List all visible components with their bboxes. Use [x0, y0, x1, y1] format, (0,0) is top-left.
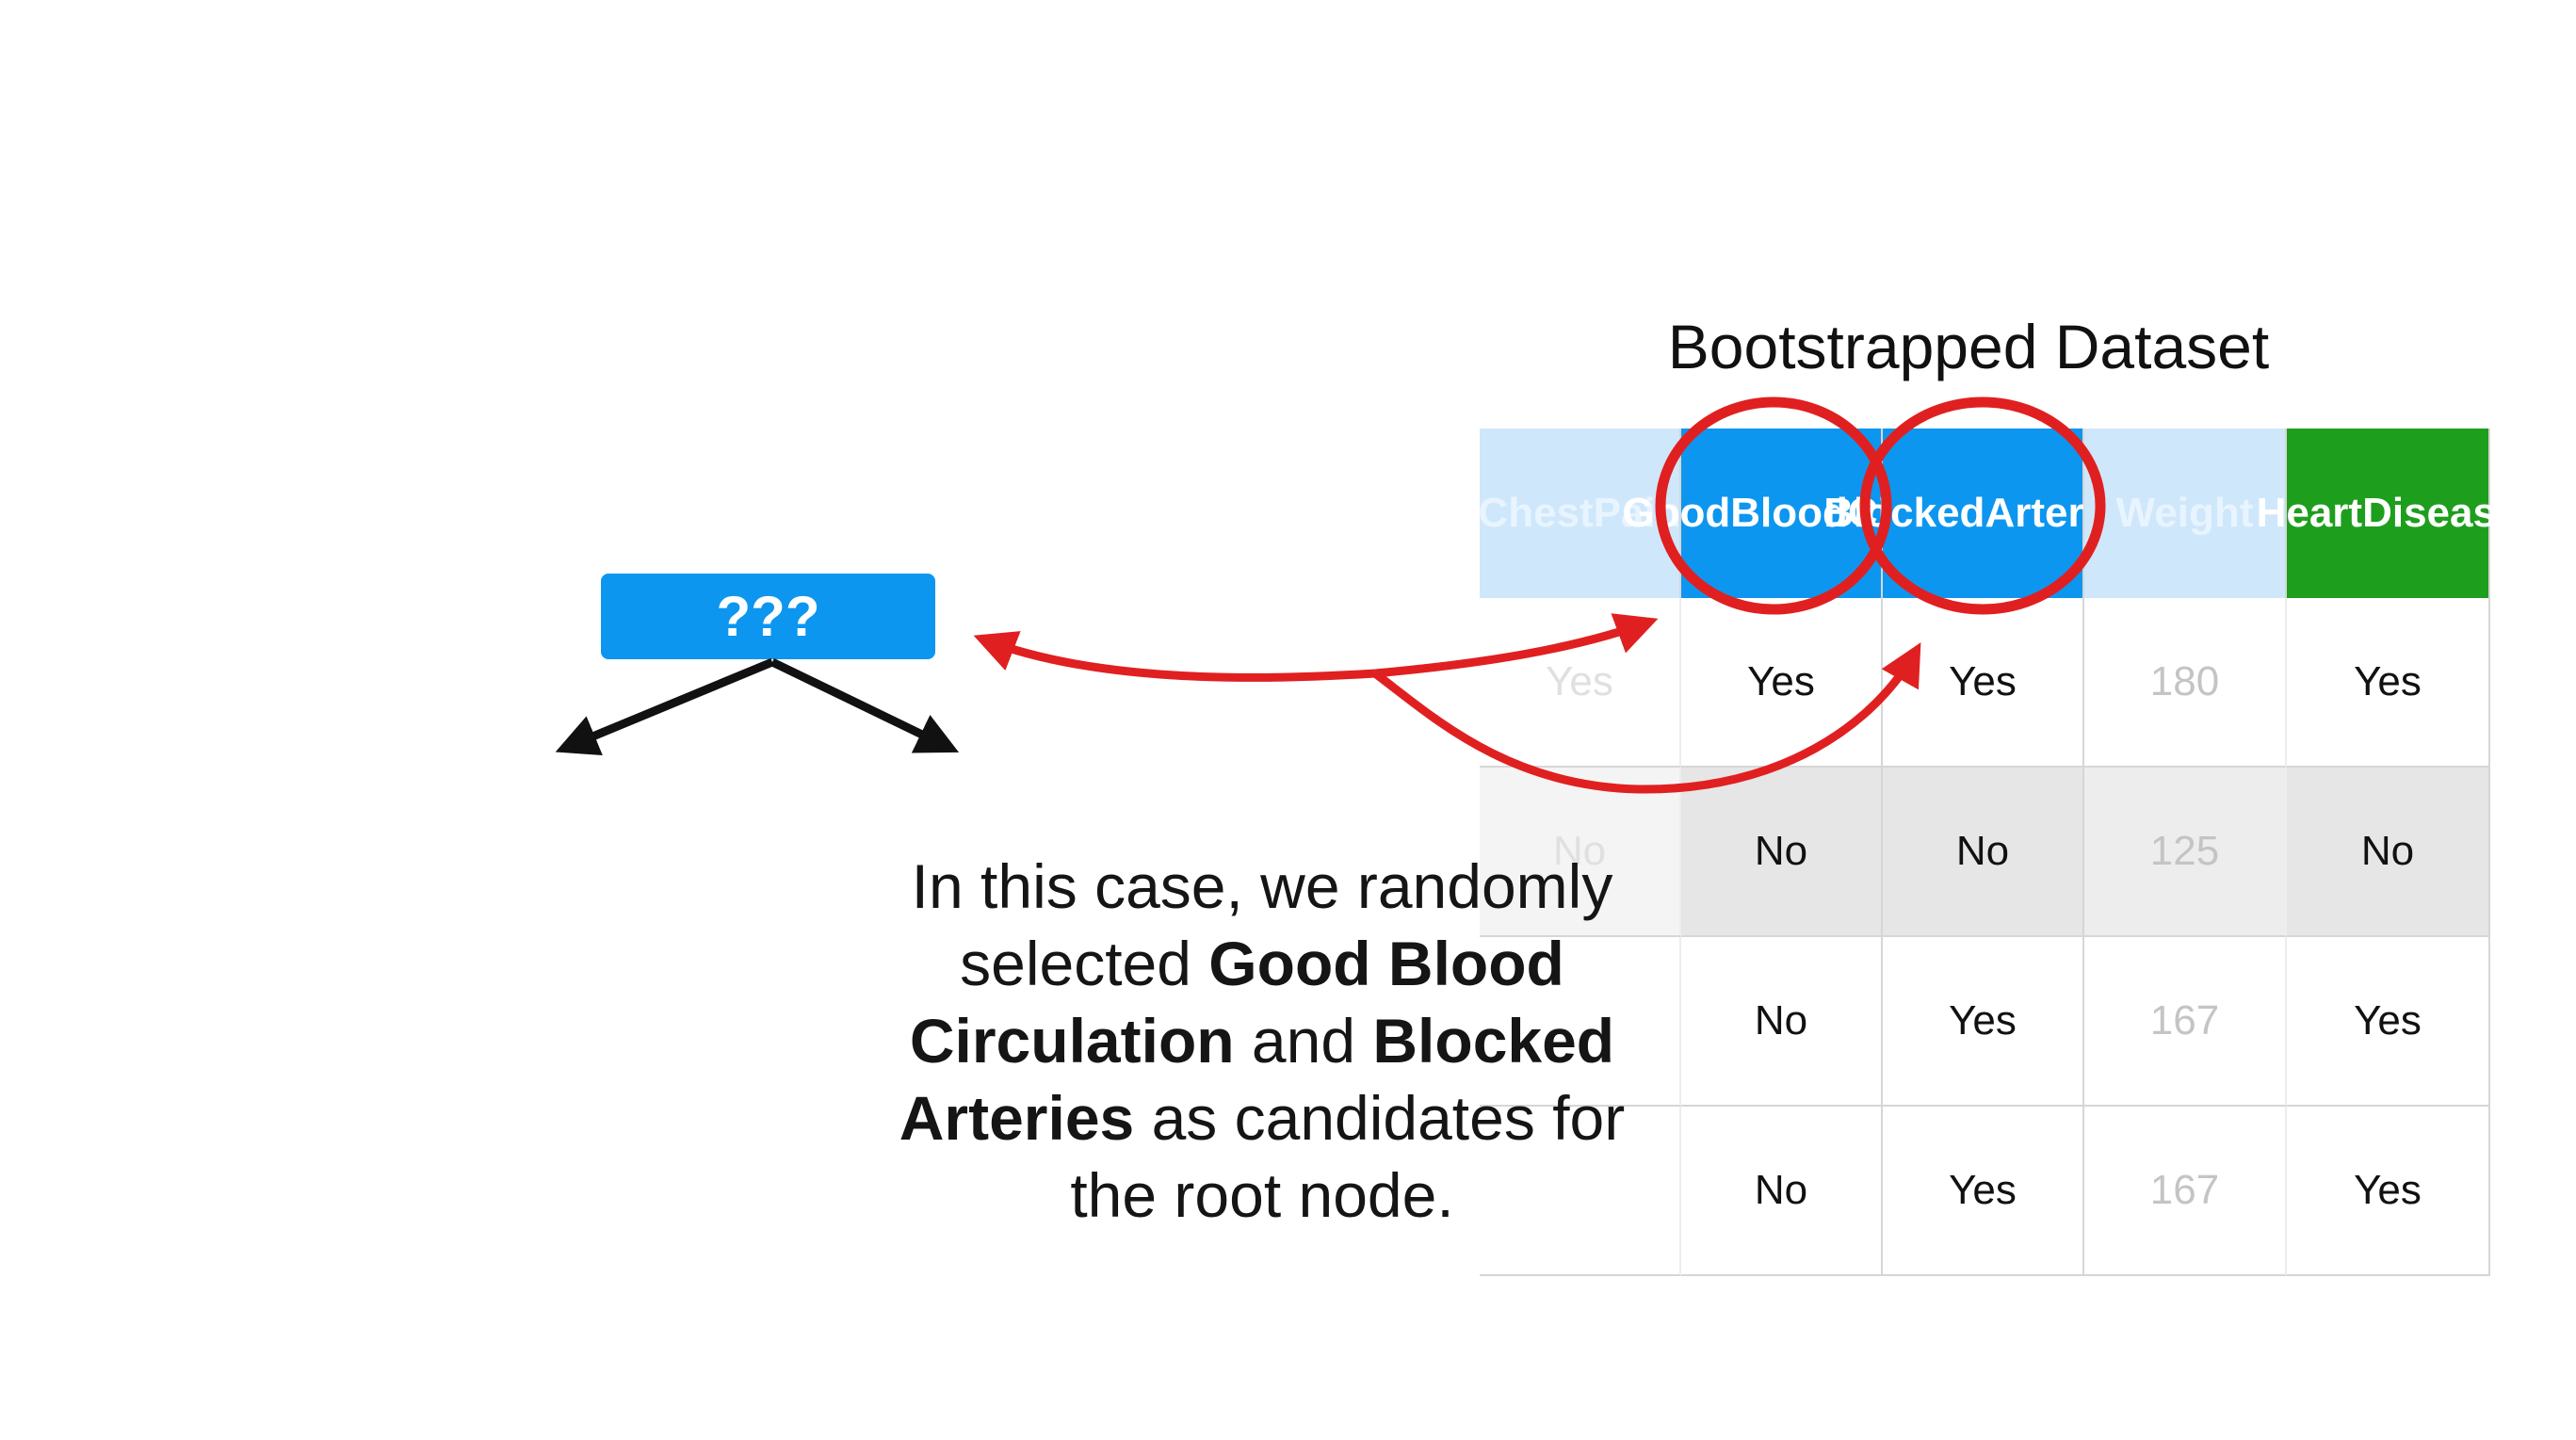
header-hd-l2: Disease: [2362, 490, 2519, 536]
arrow-to-good-blood-circ: [1374, 613, 1659, 678]
highlight-circle-blocked-arteries: [1859, 396, 2106, 615]
right-branch-arrow: [770, 657, 960, 753]
header-hd-l1: Heart: [2256, 490, 2363, 536]
caption-bold-4: Arteries: [899, 1083, 1135, 1153]
cell-r1-weight: 180: [2084, 598, 2287, 768]
cell-r1-blocked-arteries: Yes: [1883, 598, 2084, 768]
cell-r4-heart-disease: Yes: [2287, 1107, 2490, 1276]
cell-r2-good-blood-circ: No: [1681, 768, 1883, 937]
header-weight-l1: Weight: [2115, 490, 2254, 536]
header-weight: Weight: [2084, 429, 2287, 598]
cell-r3-weight: 167: [2084, 937, 2287, 1107]
left-branch-arrow: [555, 657, 774, 756]
dataset-title: Bootstrapped Dataset: [1667, 312, 2270, 381]
cell-r2-heart-disease: No: [2287, 768, 2490, 937]
cell-r4-blocked-arteries: Yes: [1883, 1107, 2084, 1276]
arrow-to-root-node: [973, 631, 1376, 682]
cell-r3-chest-pain: [1480, 937, 1681, 1107]
caption-text-3: and: [1234, 1006, 1373, 1076]
header-gbc-l2: Blood: [1730, 490, 1848, 536]
arrow-to-blocked-arteries: [1372, 642, 1921, 794]
root-node: ???: [601, 574, 935, 659]
caption-text-4: as candidates for: [1134, 1083, 1626, 1153]
caption-text-5: the root node.: [1070, 1160, 1454, 1230]
header-gbc-l1: Good: [1622, 490, 1731, 536]
cell-r4-good-blood-circ: No: [1681, 1107, 1883, 1276]
cell-r4-weight: 167: [2084, 1107, 2287, 1276]
highlight-circle-good-blood-circ: [1655, 396, 1892, 615]
caption-text-1: In this case, we randomly: [911, 851, 1613, 921]
cell-r2-chest-pain: No: [1480, 768, 1681, 937]
cell-r4-chest-pain: [1480, 1107, 1681, 1276]
cell-r3-blocked-arteries: Yes: [1883, 937, 2084, 1107]
cell-r3-heart-disease: Yes: [2287, 937, 2490, 1107]
caption-bold-3: Blocked: [1372, 1006, 1615, 1076]
caption-bold-2: Circulation: [909, 1006, 1235, 1076]
caption-bold-1: Good Blood: [1208, 929, 1564, 998]
caption: In this case, we randomly selected Good …: [848, 848, 1677, 1234]
cell-r3-good-blood-circ: No: [1681, 937, 1883, 1107]
caption-text-2: selected: [960, 929, 1209, 998]
cell-r2-weight: 125: [2084, 768, 2287, 937]
header-chest-pain-l1: Chest: [1478, 490, 1594, 536]
cell-r2-blocked-arteries: No: [1883, 768, 2084, 937]
header-ba-l1: Blocked: [1823, 490, 1985, 536]
cell-r1-heart-disease: Yes: [2287, 598, 2490, 768]
